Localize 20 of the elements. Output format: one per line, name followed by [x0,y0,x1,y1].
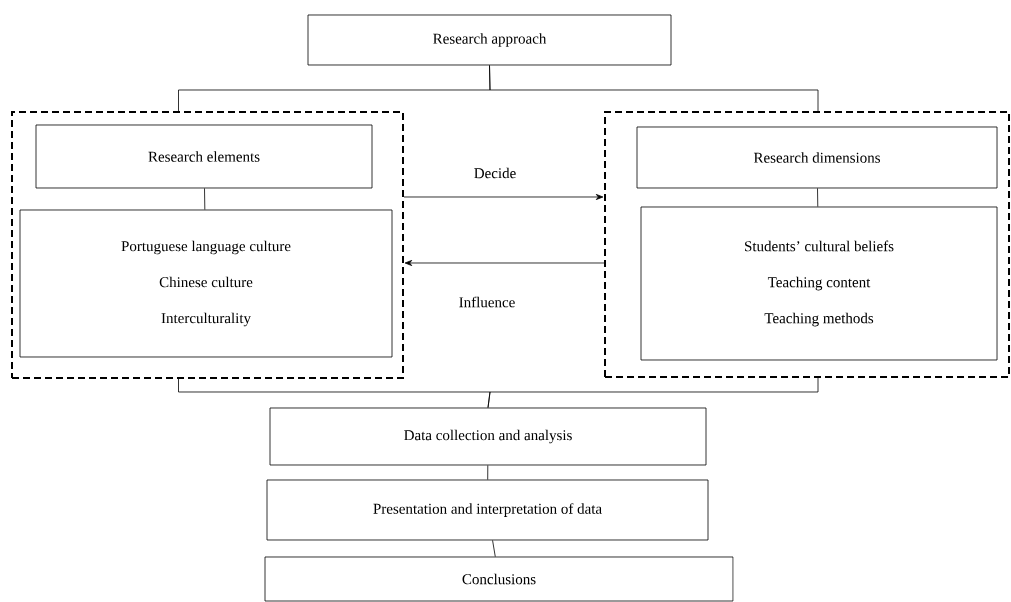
edge-label: Influence [457,295,517,309]
group-box [11,111,404,379]
process-box: Presentation and interpretation of data [266,479,709,541]
process-box: Data collection and analysis [269,407,707,466]
connector-line [817,188,819,207]
connector-line [487,377,819,408]
list-box: Portuguese language culture Chinese culture Interculturality [19,209,393,358]
connector-line [487,465,489,480]
list-box: Students’ cultural beliefs Teaching content Teaching methods [640,206,998,361]
arrow [404,260,605,266]
connector-line [492,540,496,557]
process-box: Research approach [307,14,672,66]
group-box [604,111,1010,378]
process-box: Research elements [35,124,373,189]
connector-line [489,65,819,112]
edge-label: Decide [472,166,518,180]
process-box: Conclusions [264,556,734,602]
arrow [403,194,604,200]
connector-line [204,188,206,210]
process-box: Research dimensions [636,126,998,189]
